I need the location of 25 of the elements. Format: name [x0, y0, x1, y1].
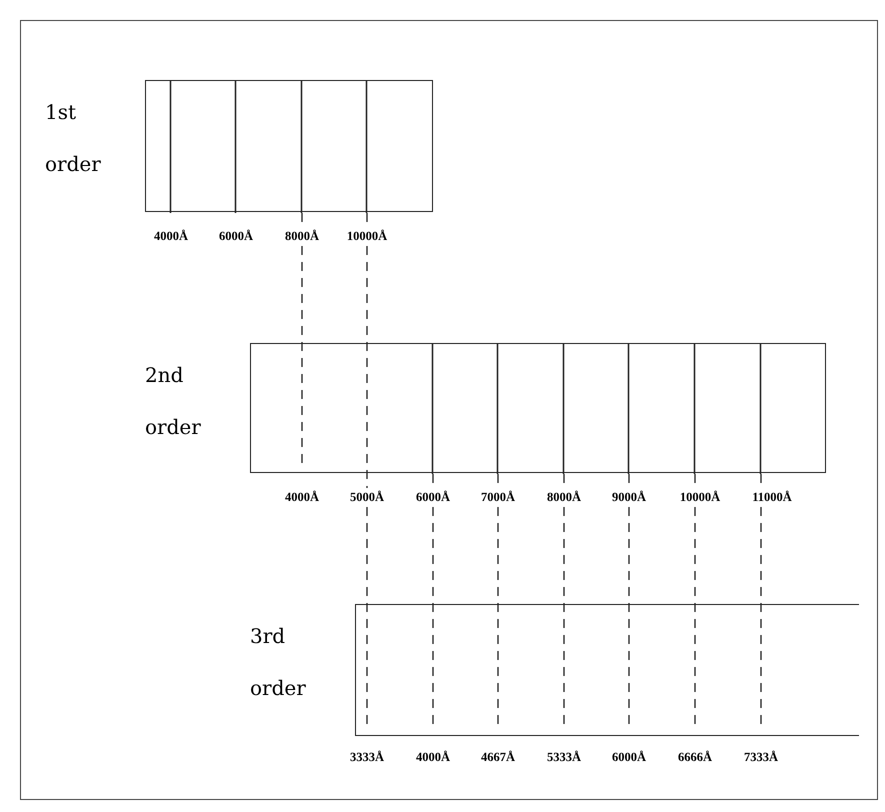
order-heading: 1st order — [45, 99, 102, 178]
wavelength-label: 4000Å — [416, 749, 450, 765]
wavelength-label: 6666Å — [678, 749, 712, 765]
order-heading: 3rd order — [250, 623, 307, 702]
wavelength-label: 5000Å — [350, 489, 384, 505]
wavelength-label: 6000Å — [218, 228, 254, 244]
wavelength-label: 8000Å — [284, 228, 320, 244]
order-band — [145, 80, 433, 212]
wavelength-label: 5333Å — [546, 749, 582, 765]
wavelength-label: 7000Å — [480, 489, 516, 505]
wavelength-label: 6000Å — [612, 749, 646, 765]
order-band — [355, 604, 859, 736]
wavelength-label: 3333Å — [350, 749, 384, 765]
wavelength-label: 4000Å — [154, 228, 188, 244]
wavelength-label: 7333Å — [744, 749, 778, 765]
wavelength-label: 4000Å — [284, 489, 320, 505]
wavelength-label: 4667Å — [480, 749, 516, 765]
wavelength-label: 10000Å — [346, 228, 388, 244]
wavelength-label: 11000Å — [752, 489, 792, 505]
wavelength-label: 10000Å — [680, 489, 720, 505]
wavelength-label: 8000Å — [546, 489, 582, 505]
order-heading: 2nd order — [145, 362, 202, 441]
wavelength-label: 6000Å — [416, 489, 450, 505]
order-band — [250, 343, 826, 473]
wavelength-label: 9000Å — [612, 489, 646, 505]
